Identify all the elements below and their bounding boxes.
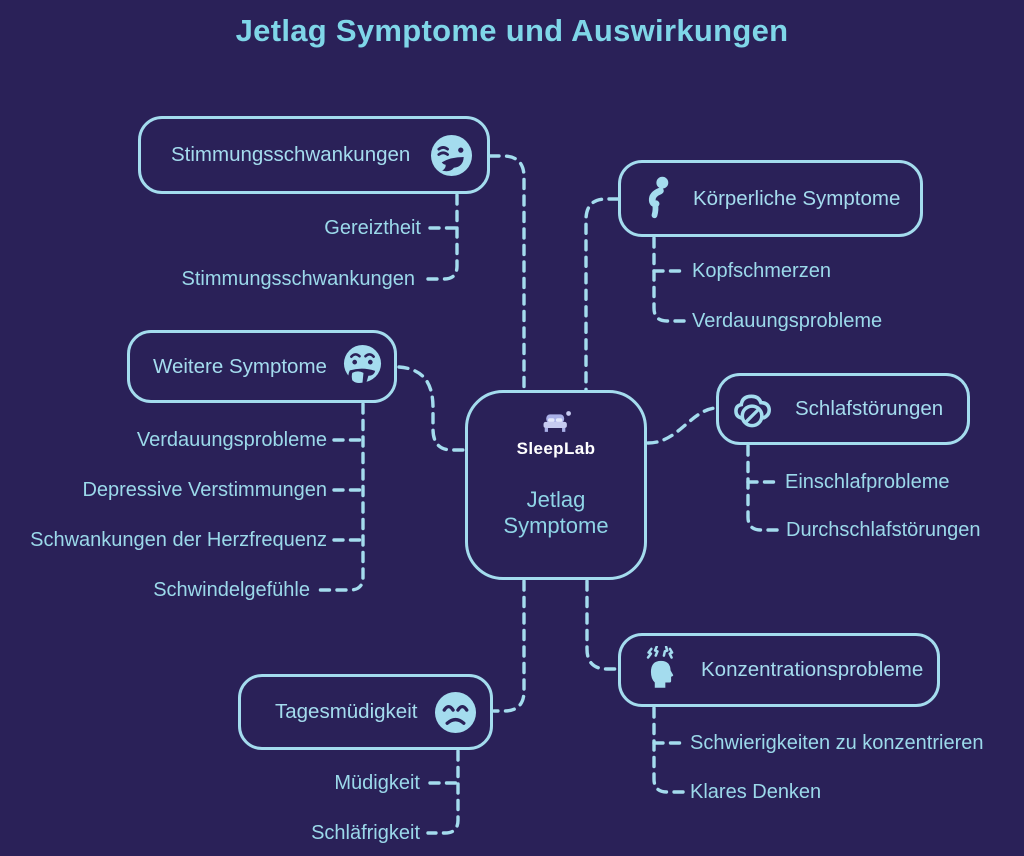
- connector-branch-stimmungsschwankungen: [426, 193, 459, 281]
- logo-text: SleepLab: [516, 439, 596, 458]
- sub-item-label: Durchschlafstörungen: [786, 519, 981, 541]
- central-node-jetlag-symptome: SleepLab Jetlag Symptome: [465, 390, 647, 580]
- weary-face-icon: [434, 691, 477, 733]
- sub-item-label: Schläfrigkeit: [311, 822, 420, 844]
- sub-item-label: Kopfschmerzen: [692, 260, 831, 282]
- zany-face-icon: [430, 134, 473, 176]
- sub-item-label: Depressive Verstimmungen: [82, 479, 327, 501]
- sub-item-label: Klares Denken: [690, 781, 822, 803]
- branch-node-tagesmuedigkeit: Tagesmüdigkeit: [238, 674, 493, 750]
- branch-node-koerperliche-symptome: Körperliche Symptome: [618, 160, 923, 237]
- connector-center-konzentrationsprobleme: [585, 579, 619, 671]
- aching-person-icon: [648, 176, 669, 219]
- sub-item-label: Stimmungsschwankungen: [181, 268, 415, 290]
- branch-node-label: Konzentrationsprobleme: [701, 658, 924, 681]
- stressed-head-icon: [646, 646, 674, 688]
- connector-center-koerperliche: [584, 197, 620, 392]
- sub-item-label: Schwierigkeiten zu konzentrieren: [690, 732, 984, 754]
- branch-node-label: Weitere Symptome: [153, 354, 327, 378]
- connector-center-tagesmuedigkeit: [492, 579, 526, 713]
- no-sleep-cloud-icon: [734, 394, 771, 427]
- sub-item-label: Verdauungsprobleme: [136, 429, 327, 451]
- connector-center-weitere: [397, 365, 466, 452]
- branch-node-label: Stimmungsschwankungen: [171, 143, 411, 166]
- connector-branch-koerperliche: [652, 236, 688, 323]
- branch-node-label: Tagesmüdigkeit: [275, 700, 418, 723]
- sub-item-label: Müdigkeit: [334, 772, 420, 794]
- sub-item-label: Schwankungen der Herzfrequenz: [30, 529, 327, 551]
- nauseated-face-icon: [343, 345, 382, 387]
- branch-node-label: Körperliche Symptome: [693, 186, 901, 210]
- branch-node-stimmungsschwankungen: Stimmungsschwankungen: [138, 116, 490, 194]
- sub-item-label: Gereiztheit: [324, 217, 421, 239]
- sub-item-label: Schwindelgefühle: [153, 579, 310, 601]
- central-node-label: Jetlag Symptome: [503, 487, 609, 539]
- connector-center-stimmungsschwankungen: [488, 154, 526, 392]
- connector-branch-schlafstoerungen: [746, 444, 782, 532]
- branch-node-konzentrationsprobleme: Konzentrationsprobleme: [618, 633, 940, 707]
- connector-center-schlafstoerungen: [646, 406, 717, 445]
- branch-node-weitere-symptome: Weitere Symptome: [127, 330, 397, 403]
- sub-item-label: Verdauungsprobleme: [692, 310, 883, 332]
- sub-item-label: Einschlafprobleme: [785, 471, 950, 493]
- branch-node-schlafstoerungen: Schlafstörungen: [716, 373, 970, 445]
- bed-moon-icon: [543, 411, 571, 432]
- branch-node-label: Schlafstörungen: [795, 397, 944, 420]
- page-title: Jetlag Symptome und Auswirkungen: [235, 13, 789, 48]
- connector-branch-tagesmuedigkeit: [426, 749, 460, 835]
- connector-branch-konzentrationsprobleme: [652, 706, 686, 794]
